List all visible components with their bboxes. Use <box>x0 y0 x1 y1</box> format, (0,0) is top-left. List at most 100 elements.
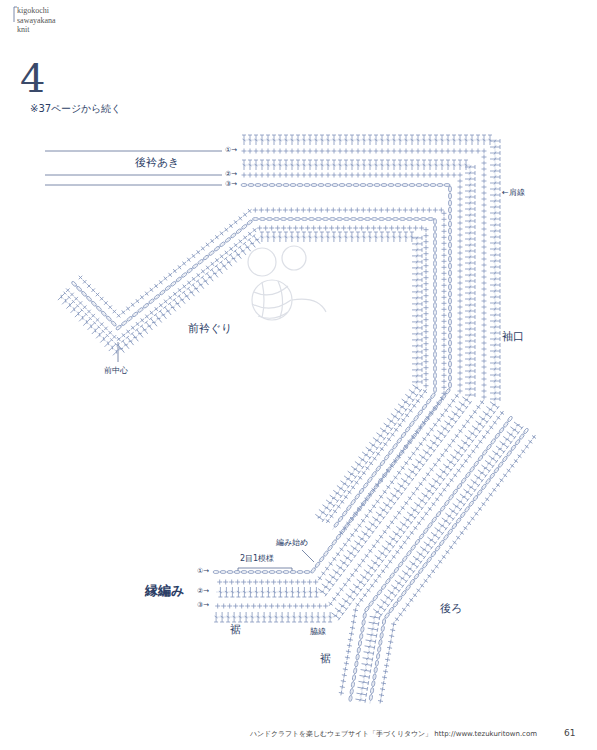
stitch-symbol <box>465 273 475 277</box>
stitch-symbol <box>407 226 412 231</box>
stitch-symbol <box>434 387 437 393</box>
stitch-symbol <box>241 580 246 585</box>
stitch-symbol <box>490 295 500 299</box>
stitch-symbol <box>490 277 500 281</box>
stitch-symbol <box>465 472 471 479</box>
stitch-symbol <box>458 227 463 232</box>
stitch-symbol <box>139 317 146 324</box>
stitch-symbol <box>197 259 204 265</box>
stitch-symbol <box>441 486 448 493</box>
stitch-symbol <box>458 215 463 220</box>
stitch-symbol <box>442 325 447 330</box>
stitch-symbol <box>349 631 355 637</box>
stitch-symbol <box>490 391 500 395</box>
stitch-symbol <box>115 325 122 331</box>
stitch-symbol <box>388 534 398 543</box>
stitch-symbol <box>262 612 266 622</box>
stitch-symbol <box>360 557 367 564</box>
stitch-symbol <box>430 501 437 508</box>
stitch-symbol <box>102 299 109 306</box>
stitch-symbol <box>484 496 491 503</box>
stitch-symbol <box>157 302 164 309</box>
stitch-symbol <box>417 409 423 416</box>
stitch-symbol <box>362 135 366 145</box>
stitch-symbol <box>412 356 422 360</box>
stitch-symbol <box>275 226 280 231</box>
stitch-symbol <box>370 503 377 510</box>
stitch-symbol <box>434 324 437 330</box>
row-base <box>360 425 518 702</box>
stitch-symbol <box>350 149 355 154</box>
stitch-symbol <box>424 486 434 495</box>
stitch-symbol <box>308 135 312 145</box>
stitch-symbol <box>290 135 294 145</box>
stitch-symbol <box>266 135 270 145</box>
stitch-symbol <box>458 335 463 340</box>
stitch-symbol <box>254 587 258 597</box>
stitch-symbol <box>450 410 460 419</box>
stitch-symbol <box>409 421 415 428</box>
stitch-symbol <box>401 226 406 231</box>
stitch-symbol <box>424 359 429 364</box>
stitch-symbol <box>323 550 329 557</box>
stitch-symbol <box>434 268 437 274</box>
stitch-symbol <box>332 135 336 145</box>
stitch-symbol <box>283 580 288 585</box>
stitch-symbol <box>495 444 505 453</box>
stitch-symbol <box>458 239 463 244</box>
stitch-symbol <box>405 426 411 433</box>
stitch-symbol <box>449 305 452 311</box>
stitch-symbol <box>442 271 447 276</box>
stitch-symbol <box>416 173 421 178</box>
stitch-symbol <box>367 626 378 632</box>
stitch-symbol <box>426 573 433 580</box>
stitch-symbol <box>434 366 437 372</box>
stitch-symbol <box>460 438 470 447</box>
stitch-symbol <box>510 445 516 452</box>
stitch-symbol <box>452 135 456 145</box>
stitch-symbol <box>482 377 487 382</box>
stitch-symbol <box>383 563 390 570</box>
stitch-symbol <box>292 612 296 622</box>
stitch-symbol <box>370 486 377 493</box>
stitch-symbol <box>377 477 384 484</box>
stitch-symbol <box>385 208 390 213</box>
stitch-symbol <box>379 598 389 607</box>
chart-label: 袖口 <box>502 330 524 343</box>
stitch-symbol <box>239 604 244 609</box>
stitch-symbol <box>465 375 475 379</box>
stitch-row <box>77 207 447 536</box>
stitch-symbol <box>344 218 350 221</box>
stitch-symbol <box>348 637 354 643</box>
stitch-symbol <box>460 423 467 430</box>
stitch-symbol <box>442 349 447 354</box>
stitch-symbol <box>378 533 385 540</box>
stitch-symbol <box>326 232 330 242</box>
stitch-symbol <box>412 260 422 264</box>
stitch-symbol <box>385 578 391 585</box>
stitch-symbol <box>358 679 369 685</box>
stitch-symbol <box>482 135 486 145</box>
stitch-symbol <box>432 405 438 412</box>
stitch-symbol <box>442 313 447 318</box>
stitch-symbol <box>382 675 388 681</box>
stitch-row <box>56 232 422 522</box>
stitch-symbol <box>162 298 169 305</box>
stitch-symbol <box>334 606 344 615</box>
stitch-symbol <box>350 688 354 694</box>
stitch-symbol <box>272 160 276 170</box>
stitch-symbol <box>457 428 464 435</box>
stitch-symbol <box>410 173 415 178</box>
stitch-symbol <box>363 552 370 559</box>
stitch-symbol <box>366 491 373 498</box>
stitch-symbol <box>412 296 422 300</box>
stitch-symbol <box>423 540 433 549</box>
stitch-symbol <box>295 208 300 213</box>
stitch-symbol <box>404 135 408 145</box>
stitch-symbol <box>296 232 300 242</box>
stitch-symbol <box>452 173 457 178</box>
stitch-symbol <box>473 510 480 517</box>
stitch-symbol <box>307 208 312 213</box>
stitch-symbol <box>523 428 529 435</box>
stitch-symbol <box>296 160 300 170</box>
